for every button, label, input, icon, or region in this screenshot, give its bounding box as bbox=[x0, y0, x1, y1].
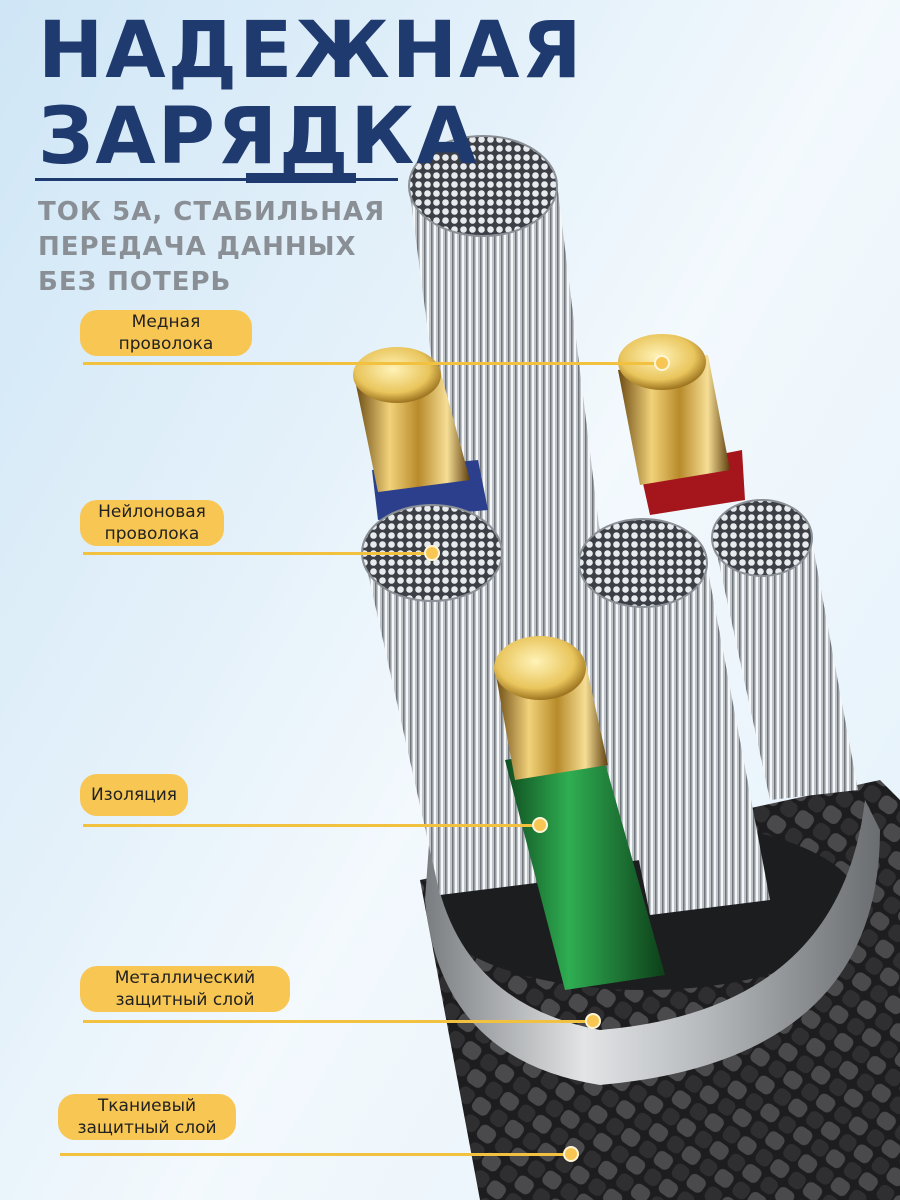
title-underline bbox=[35, 178, 398, 181]
callout-insulation: Изоляция bbox=[80, 774, 188, 816]
callout-label-line-2: проволока bbox=[104, 524, 200, 544]
subtitle-line-3: БЕЗ ПОТЕРЬ bbox=[38, 267, 232, 297]
callout-label-line-2: защитный слой bbox=[77, 1118, 217, 1138]
leader-line-fabric-jacket bbox=[60, 1153, 572, 1156]
leader-line-insulation bbox=[83, 824, 541, 827]
pointer-dot-fabric-jacket bbox=[563, 1146, 579, 1162]
title-line-1: НАДЕЖНАЯ bbox=[38, 6, 584, 96]
pointer-dot-metal-shield bbox=[585, 1013, 601, 1029]
callout-label-line-1: Изоляция bbox=[90, 785, 178, 805]
title-line-2: ЗАРЯДКА bbox=[38, 92, 479, 182]
leader-line-copper-wire bbox=[83, 362, 663, 365]
leader-line-nylon-wire bbox=[83, 552, 433, 555]
pointer-dot-nylon-wire bbox=[424, 545, 440, 561]
title-underline-accent bbox=[246, 173, 356, 183]
pointer-dot-copper-wire bbox=[654, 355, 670, 371]
callout-label-line-1: Нейлоновая bbox=[98, 502, 206, 522]
callout-label-line-1: Медная bbox=[131, 312, 201, 332]
callout-label-line-1: Металлический bbox=[114, 968, 256, 988]
subtitle: ТОК 5А, СТАБИЛЬНАЯ ПЕРЕДАЧА ДАННЫХ БЕЗ П… bbox=[38, 195, 385, 300]
subtitle-line-1: ТОК 5А, СТАБИЛЬНАЯ bbox=[38, 197, 386, 227]
pointer-dot-insulation bbox=[532, 817, 548, 833]
callout-label-line-2: проволока bbox=[118, 334, 214, 354]
callout-label-line-1: Тканиевый bbox=[97, 1096, 197, 1116]
metal-ring bbox=[425, 800, 880, 1085]
subtitle-line-2: ПЕРЕДАЧА ДАННЫХ bbox=[38, 232, 357, 262]
leader-line-metal-shield bbox=[83, 1020, 593, 1023]
callout-label-line-2: защитный слой bbox=[115, 990, 255, 1010]
